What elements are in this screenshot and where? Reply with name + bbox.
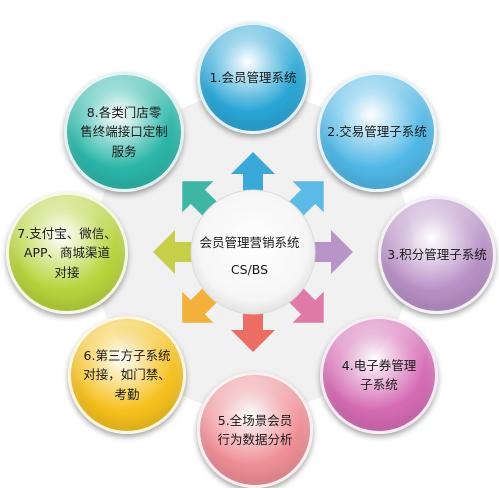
system-diagram: 会员管理营销系统 CS/BS 1.会员管理系统 2.交易管理子系统 3.积分管理… [6,22,496,488]
node-label: 3.积分管理子系统 [387,247,487,263]
node-label: 2.交易管理子系统 [327,124,427,140]
center-title: 会员管理营销系统 [199,235,300,250]
node-transaction-management: 2.交易管理子系统 [317,72,437,192]
node-label: 6.第三方子系统 对接，如门禁、 考勤 [83,347,171,402]
node-label: 7.支付宝、微信、 APP、商城渠道 对接 [17,225,117,280]
center-hub [190,189,316,315]
arrow-right [311,230,353,274]
node-store-terminal-interface: 8.各类门店零 售终端接口定制 服务 [64,72,184,192]
node-label: 8.各类门店零 售终端接口定制 服务 [80,104,168,159]
center-subtitle: CS/BS [230,262,269,277]
arrow-down [231,310,275,352]
node-third-party-integration: 6.第三方子系统 对接，如门禁、 考勤 [68,316,186,434]
node-coupon-management: 4.电子券管理 子系统 [320,316,438,434]
arrow-up [231,152,275,194]
node-behavior-analysis: 5.全场景会员 行为数据分析 [197,372,313,488]
node-label: 5.全场景会员 行为数据分析 [217,412,293,447]
node-label: 4.电子券管理 子系统 [341,357,417,392]
node-payment-channels: 7.支付宝、微信、 APP、商城渠道 对接 [6,192,128,314]
node-member-management: 1.会员管理系统 [197,22,309,134]
node-points-management: 3.积分管理子系统 [378,196,496,314]
arrow-left [153,230,195,274]
node-label: 1.会员管理系统 [209,70,297,86]
